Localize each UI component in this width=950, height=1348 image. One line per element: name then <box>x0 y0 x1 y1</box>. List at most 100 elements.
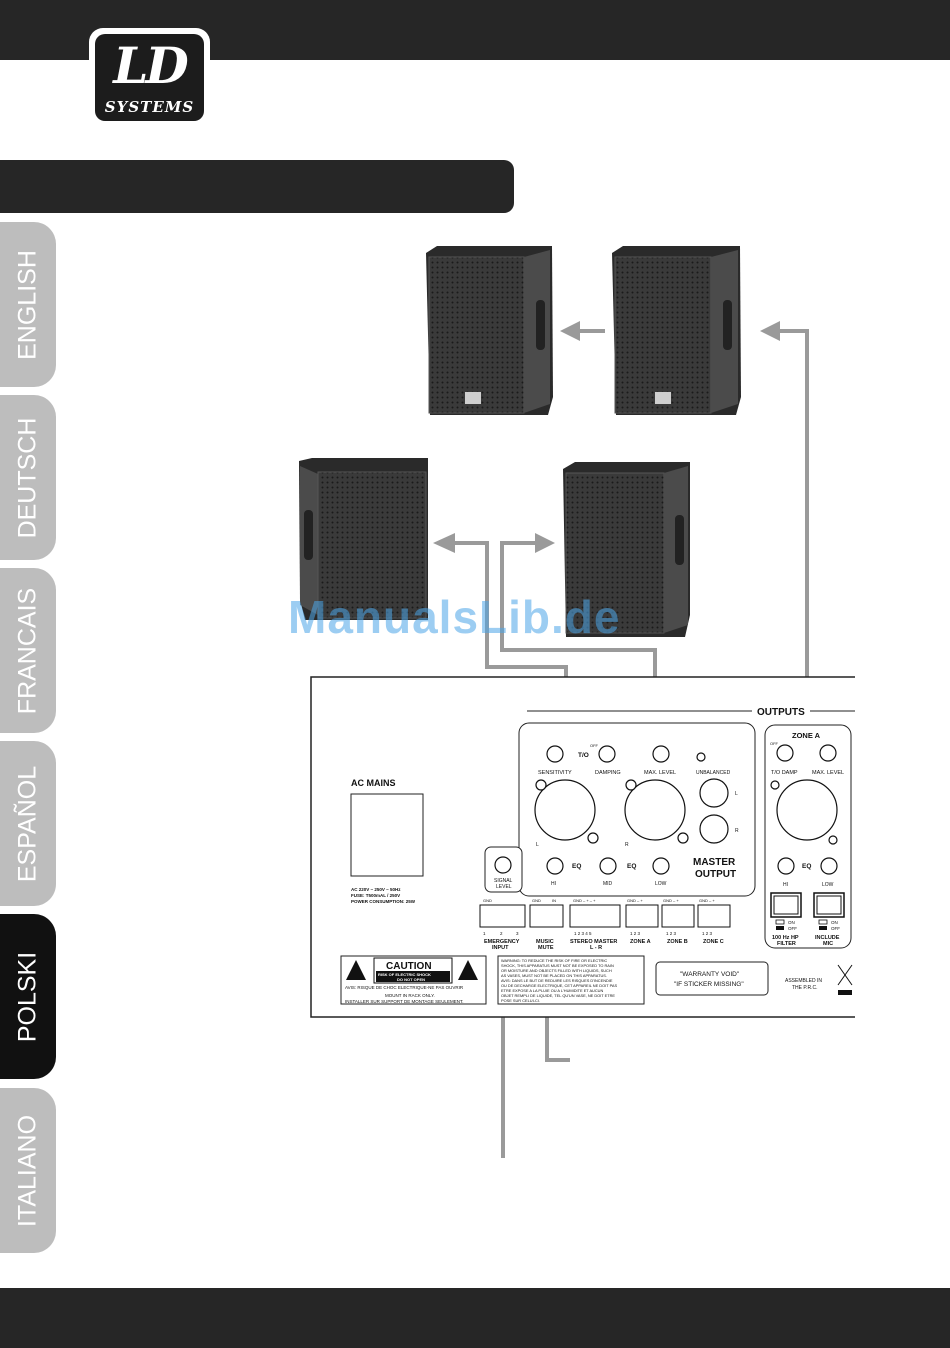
emergency-label-2: INPUT <box>492 945 509 951</box>
cable-zone-a <box>775 329 809 808</box>
caution-sub-1: RISK OF ELECTRIC SHOCK <box>378 972 431 977</box>
eq-label-2: EQ <box>627 863 636 870</box>
zone-c-terminal <box>697 904 731 928</box>
svg-text:GND – + – +: GND – + – + <box>573 898 596 903</box>
unbal-r: R <box>735 828 739 834</box>
mount-line-2: INSTALLER SUR SUPPORT DE MONTAGE SEULEME… <box>345 999 463 1004</box>
svg-text:GND – +: GND – + <box>627 898 643 903</box>
emergency-input-terminal <box>479 904 526 928</box>
zone-a-terminal-label: ZONE A <box>630 939 651 945</box>
hi-label: HI <box>551 881 556 887</box>
tab-deutsch[interactable]: DEUTSCH <box>0 395 56 560</box>
svg-text:1 2 3: 1 2 3 <box>702 931 713 936</box>
master-knobs <box>534 745 729 875</box>
eq-label-1: EQ <box>572 863 581 870</box>
tab-italiano[interactable]: ITALIANO <box>0 1088 56 1253</box>
caution-title: CAUTION <box>386 961 432 972</box>
max-level-label: MAX. LEVEL <box>644 770 676 776</box>
hp-on-label: ON <box>788 920 795 925</box>
xlr-l: L <box>536 842 539 848</box>
xlr-r: R <box>625 842 629 848</box>
music-mute-label-1: MUSIC <box>536 939 554 945</box>
mute-gnd: GND <box>532 898 541 903</box>
zone-a-title: ZONE A <box>792 731 821 740</box>
bottom-bar <box>0 1288 950 1348</box>
ac-spec-voltage: AC 220V ~ 250V ~ 50Hz <box>351 887 401 892</box>
caution-avis: AVIS: RISQUE DE CHOC ELECTRIQUE-NE PAS O… <box>345 985 464 990</box>
amplifier-rear-panel: OUTPUTS AC MAINS AC 220V ~ 250V ~ 50Hz F… <box>310 672 950 1022</box>
warning-line-4: AS VASES, MUST NOT BE PLACED ON THIS APP… <box>501 973 607 978</box>
speaker-top-right <box>612 246 741 415</box>
damping-label: DAMPING <box>595 770 621 776</box>
warning-line-1: WARNING: TO REDUCE THE RISK OF FIRE OR E… <box>501 958 607 963</box>
ld-systems-logo: LD SYSTEMS <box>89 28 210 127</box>
svg-text:GND – +: GND – + <box>699 898 715 903</box>
music-mute-label-2: MUTE <box>538 945 554 951</box>
outputs-label: OUTPUTS <box>757 707 805 718</box>
master-output-label-2: OUTPUT <box>695 869 736 880</box>
tab-espanol[interactable]: ESPAÑOL <box>0 741 56 906</box>
warranty-line-1: "WARRANTY VOID" <box>680 971 740 978</box>
music-mute-terminal <box>529 904 564 928</box>
mic-off-label: OFF <box>831 926 840 931</box>
cable-arrowheads <box>433 321 780 553</box>
unbal-l: L <box>735 791 738 797</box>
low-label: LOW <box>655 881 667 887</box>
emergency-label-1: EMERGENCY <box>484 939 520 945</box>
zone-c-terminal-label: ZONE C <box>703 939 724 945</box>
svg-text:1 2 3: 1 2 3 <box>630 931 641 936</box>
sensitivity-label: SENSITIVITY <box>538 770 572 776</box>
watermark: ManualsLib.de <box>288 591 621 643</box>
stereo-master-label-2: L - R <box>590 945 602 951</box>
warning-line-5: AVIS: DANS LE BUT DE REDUIRE LES RISQUES… <box>501 978 613 983</box>
zone-b-terminal-label: ZONE B <box>667 939 688 945</box>
stereo-master-terminal <box>569 904 621 928</box>
speaker-bottom-right <box>563 462 690 637</box>
master-output-label-1: MASTER <box>693 857 736 868</box>
weee-bin-icon <box>837 964 853 986</box>
tab-francais[interactable]: FRANCAIS <box>0 568 56 733</box>
logo-systems-text: SYSTEMS <box>104 98 195 116</box>
hp-filter-label-1: 100 Hz HP <box>772 935 799 941</box>
hp-filter-label-2: FILTER <box>777 941 796 947</box>
zone-hi-label: HI <box>783 882 788 888</box>
to-damp-label: T/O DAMP <box>771 770 798 776</box>
mount-line-1: MOUNT IN RACK ONLY. <box>385 993 435 998</box>
tab-polski[interactable]: POLSKI <box>0 914 56 1079</box>
zone-max-level-label: MAX. LEVEL <box>812 770 844 776</box>
logo-ld-text: LD <box>113 36 189 95</box>
warranty-sticker <box>655 961 769 996</box>
svg-text:GND – +: GND – + <box>663 898 679 903</box>
to-label: T/O <box>578 752 589 759</box>
speaker-bottom-left <box>299 458 428 620</box>
mute-in: IN <box>552 898 556 903</box>
warning-line-6: OU DE DECHARGE ELECTRIQUE, CET APPAREIL … <box>501 983 618 988</box>
svg-text:1 2 3: 1 2 3 <box>666 931 677 936</box>
zone-eq-label: EQ <box>802 863 811 870</box>
tab-english[interactable]: ENGLISH <box>0 222 56 387</box>
mic-on-label: ON <box>831 920 838 925</box>
include-mic-label-1: INCLUDE <box>815 935 840 941</box>
signal-level-label-1: SIGNAL <box>494 878 513 884</box>
warning-line-2: SHOCK, THIS APPARATUS MUST NOT BE EXPOSE… <box>501 963 614 968</box>
svg-text:2: 2 <box>500 931 503 936</box>
include-mic-label-2: MIC <box>823 941 833 947</box>
hp-off-label: OFF <box>788 926 797 931</box>
zone-a-knobs <box>770 744 838 875</box>
warning-line-9: POSE SUR CELUI-CI. <box>501 998 540 1003</box>
warranty-line-2: "IF STICKER MISSING" <box>674 981 744 988</box>
svg-text:3: 3 <box>516 931 519 936</box>
assembled-line-2: THE P.R.C. <box>792 985 817 991</box>
signal-level-knob <box>494 856 512 874</box>
zone-low-label: LOW <box>822 882 834 888</box>
unbalanced-label: UNBALANCED <box>696 770 731 776</box>
off-label: OFF <box>590 743 599 748</box>
zone-b-terminal <box>661 904 695 928</box>
zone-off-label: OFF <box>770 741 779 746</box>
signal-level-label-2: LEVEL <box>496 884 512 890</box>
assembled-line-1: ASSEMBLED IN <box>785 978 822 984</box>
warning-line-3: OR MOISTURE AND OBJECTS FILLED WITH LIQU… <box>501 968 612 973</box>
ac-spec-fuse: FUSE: T500mAL / 250V <box>351 893 400 898</box>
svg-text:1 2 3 4 5: 1 2 3 4 5 <box>574 931 592 936</box>
